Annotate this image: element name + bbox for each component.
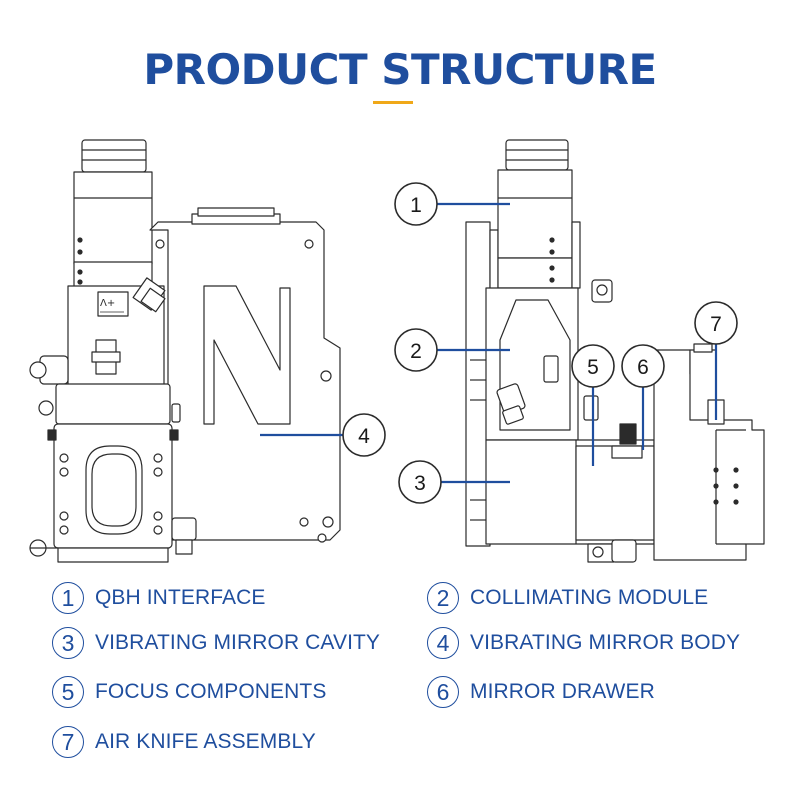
qbh-cap <box>81 139 147 173</box>
legend-label: AIR KNIFE ASSEMBLY <box>95 730 316 753</box>
callout-6-label: 6 <box>637 356 649 379</box>
callout-3-label: 3 <box>414 472 426 495</box>
legend-item-qbh-interface: 1 QBH INTERFACE <box>52 580 266 616</box>
legend-item-vibrating-mirror-body: 4 VIBRATING MIRROR BODY <box>427 625 740 661</box>
page-title: PRODUCT STRUCTURE <box>143 45 657 94</box>
legend-label: VIBRATING MIRROR BODY <box>470 631 741 654</box>
legend-item-air-knife-assembly: 7 AIR KNIFE ASSEMBLY <box>52 724 316 760</box>
callout-2: 2 <box>394 328 438 372</box>
product-structure-diagram: Λ+ <box>29 139 765 563</box>
legend-number: 4 <box>427 627 459 659</box>
legend-label: QBH INTERFACE <box>95 586 266 609</box>
legend-number: 2 <box>427 582 459 614</box>
qbh-column <box>497 169 573 259</box>
legend-label: MIRROR DRAWER <box>470 680 655 703</box>
callout-5: 5 <box>571 344 615 388</box>
legend-item-mirror-drawer: 6 MIRROR DRAWER <box>427 674 655 710</box>
svg-text:Λ+: Λ+ <box>100 298 115 309</box>
legend-number: 5 <box>52 676 84 708</box>
legend-number: 1 <box>52 582 84 614</box>
legend-number: 6 <box>427 676 459 708</box>
callout-2-label: 2 <box>410 340 422 363</box>
right-side-view <box>465 139 765 563</box>
callout-1-label: 1 <box>410 194 422 217</box>
callout-5-label: 5 <box>587 356 599 379</box>
callout-4-label: 4 <box>358 425 370 448</box>
lower-housing <box>55 383 171 425</box>
callout-3: 3 <box>398 460 442 504</box>
callout-7: 7 <box>694 301 738 345</box>
callout-1: 1 <box>394 182 438 226</box>
legend-number: 3 <box>52 627 84 659</box>
left-front-view: Λ+ <box>29 139 341 563</box>
callout-7-label: 7 <box>710 313 722 336</box>
legend-number: 7 <box>52 726 84 758</box>
qbh-body <box>73 171 153 265</box>
legend-item-focus-components: 5 FOCUS COMPONENTS <box>52 674 326 710</box>
leader-lines <box>260 202 718 484</box>
callout-4: 4 <box>342 413 386 457</box>
legend-label: FOCUS COMPONENTS <box>95 680 327 703</box>
legend-item-collimating-module: 2 COLLIMATING MODULE <box>427 580 708 616</box>
legend-label: COLLIMATING MODULE <box>470 586 709 609</box>
legend-label: VIBRATING MIRROR CAVITY <box>95 631 381 654</box>
title-underline <box>373 101 413 104</box>
legend-item-vibrating-mirror-cavity: 3 VIBRATING MIRROR CAVITY <box>52 625 380 661</box>
callout-6: 6 <box>621 344 665 388</box>
callouts: 4 1 2 3 5 6 7 <box>342 182 738 504</box>
